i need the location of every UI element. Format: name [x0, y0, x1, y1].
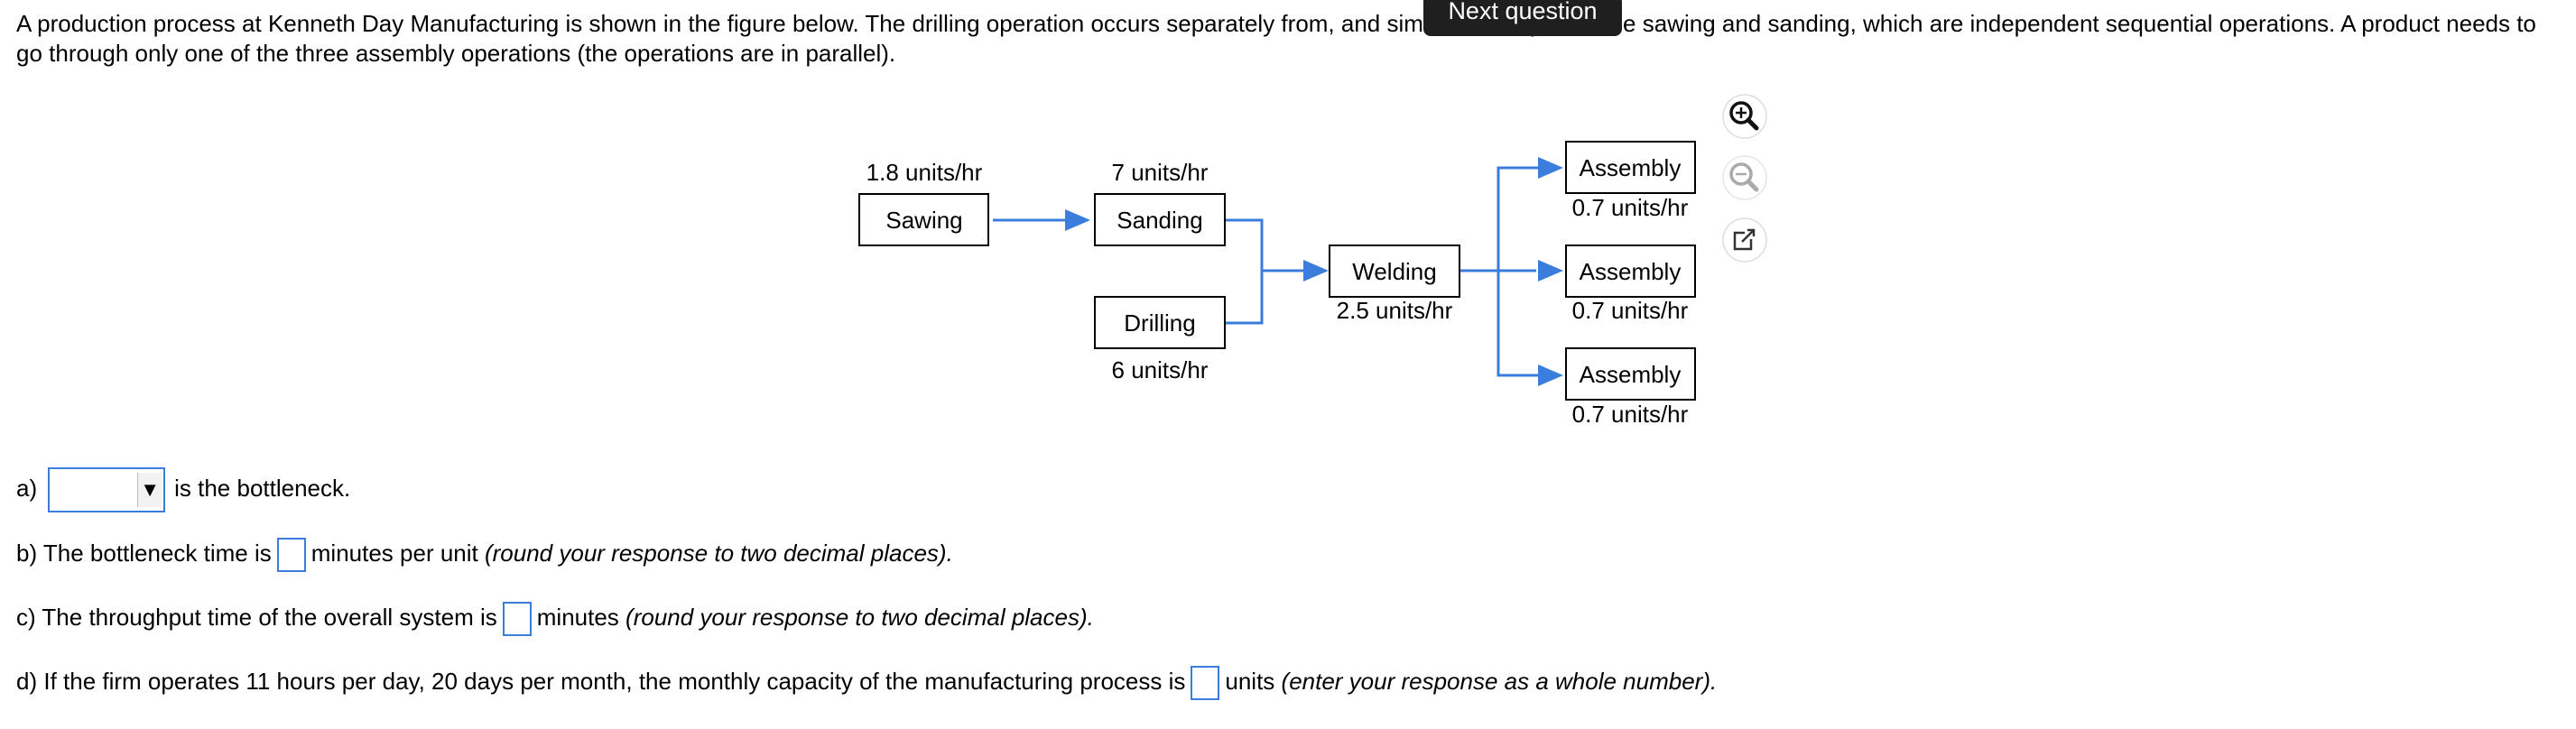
assembly-1-box — [1565, 141, 1696, 194]
sanding-box — [1094, 193, 1226, 246]
assembly-3-arrowhead — [1538, 364, 1563, 386]
assembly-2-arrowhead — [1538, 260, 1563, 281]
bottleneck-select[interactable]: ▼ — [48, 467, 166, 512]
question-d: d) If the firm operates 11 hours per day… — [16, 663, 1718, 701]
popout-button[interactable] — [1722, 217, 1767, 263]
question-b: b) The bottleneck time is minutes per uni… — [16, 535, 953, 573]
assembly-1-label: Assembly — [1580, 154, 1682, 181]
zoom-in-button[interactable] — [1722, 94, 1767, 139]
sanding-label: Sanding — [1117, 207, 1202, 234]
throughput-time-input[interactable] — [502, 602, 532, 637]
zoom-out-icon — [1729, 162, 1759, 192]
drilling-box — [1094, 296, 1226, 349]
sanding-drilling-merge-line — [1226, 218, 1264, 325]
question-d-mid: units — [1225, 668, 1275, 695]
assembly-1-arrowhead — [1538, 157, 1563, 179]
sanding-rate: 7 units/hr — [1112, 159, 1209, 186]
assembly-3-box — [1565, 347, 1696, 401]
question-b-mid: minutes per unit — [310, 540, 478, 567]
zoom-out-button[interactable] — [1722, 155, 1767, 200]
question-c: c) The throughput time of the overall sy… — [16, 599, 1094, 637]
assembly-2-rate: 0.7 units/hr — [1572, 297, 1689, 324]
assembly-2-label: Assembly — [1580, 258, 1682, 285]
sanding-arrowhead — [1065, 209, 1090, 231]
question-b-hint: (round your response to two decimal plac… — [484, 540, 953, 567]
assembly-1-rate: 0.7 units/hr — [1572, 194, 1689, 221]
sawing-rate: 1.8 units/hr — [866, 159, 983, 186]
drilling-rate: 6 units/hr — [1112, 356, 1209, 383]
problem-statement: A production process at Kenneth Day Manu… — [16, 10, 2536, 67]
question-b-prefix: b) The bottleneck time is — [16, 540, 272, 567]
welding-rate: 2.5 units/hr — [1337, 297, 1453, 324]
drilling-label: Drilling — [1124, 309, 1195, 337]
question-a: a) ▼ is the bottleneck. — [16, 467, 350, 512]
welding-label: Welding — [1352, 258, 1436, 285]
monthly-capacity-input[interactable] — [1191, 666, 1220, 701]
bottleneck-time-input[interactable] — [276, 538, 306, 573]
assembly-3-label: Assembly — [1580, 361, 1682, 388]
welding-box — [1329, 245, 1460, 298]
assembly-3-rate: 0.7 units/hr — [1572, 401, 1689, 428]
question-c-hint: (round your response to two decimal plac… — [625, 604, 1094, 631]
process-flow-diagram: 1.8 units/hr Sawing 7 units/hr Sanding D… — [858, 94, 1767, 428]
question-c-prefix: c) The throughput time of the overall sy… — [16, 604, 497, 631]
zoom-in-icon — [1729, 101, 1759, 131]
assembly-2-box — [1565, 245, 1696, 298]
question-d-hint: (enter your response as a whole number). — [1281, 668, 1718, 695]
sawing-box — [858, 193, 989, 246]
dropdown-caret-icon: ▼ — [137, 473, 162, 507]
question-d-prefix: d) If the firm operates 11 hours per day… — [16, 668, 1186, 695]
question-a-prefix: a) — [16, 474, 38, 502]
welding-arrowhead — [1303, 260, 1329, 281]
question-c-mid: minutes — [536, 604, 619, 631]
question-a-suffix: is the bottleneck. — [174, 474, 351, 502]
sawing-label: Sawing — [885, 207, 962, 234]
external-link-icon — [1733, 228, 1756, 251]
next-question-tooltip[interactable]: Next question — [1423, 0, 1622, 36]
